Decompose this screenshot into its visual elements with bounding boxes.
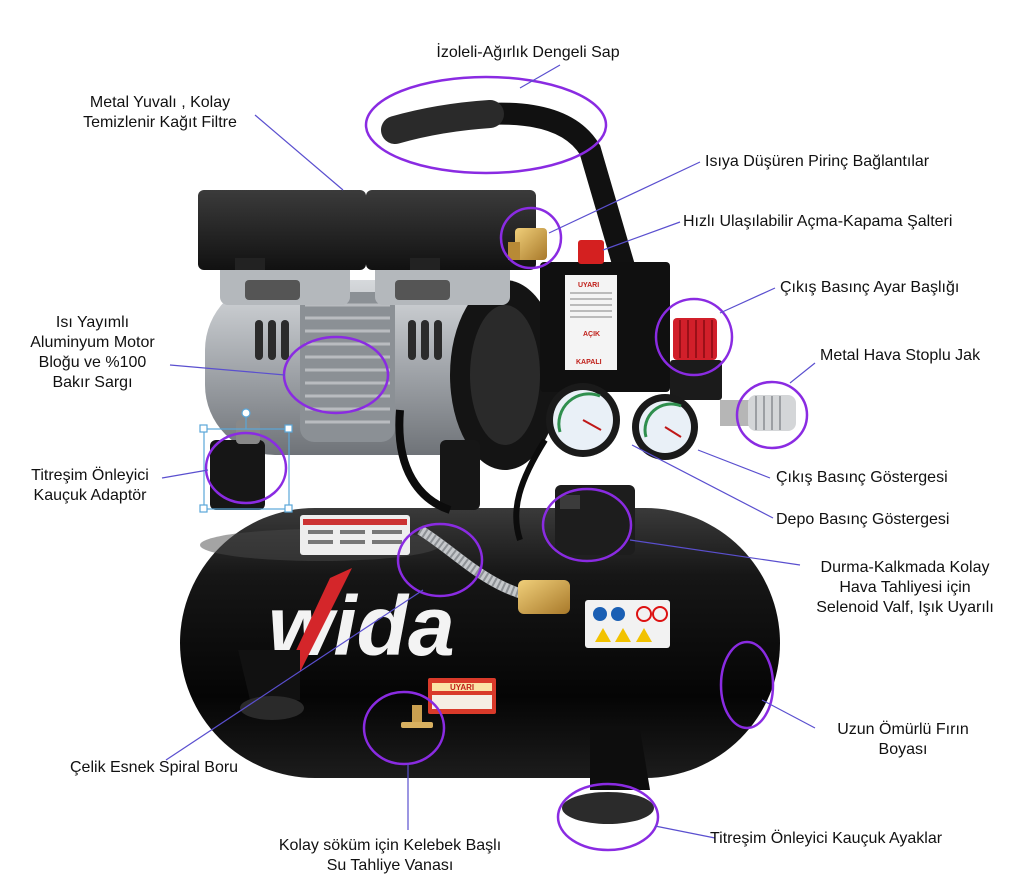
label-solenoid: Durma-Kalkmada Kolay Hava Tahliyesi için… (816, 559, 994, 616)
label-switch: Hızlı Ulaşılabilir Açma-Kapama Şalteri (683, 213, 953, 230)
label-brass-fittings: Isıya Düşüren Pirinç Bağlantılar (705, 153, 930, 170)
label-regulator-knob: Çıkış Basınç Ayar Başlığı (780, 279, 960, 296)
label-quick-coupler: Metal Hava Stoplu Jak (820, 347, 981, 364)
tank-pressure-gauge (546, 383, 620, 457)
outlet-pressure-gauge (632, 394, 698, 460)
label-vibration-adapter: Titreşim Önleyici Kauçuk Adaptör (31, 467, 149, 504)
label-paint: Uzun Ömürlü Fırın Boyası (837, 721, 969, 758)
callout-lines (161, 64, 816, 839)
pressure-switch: UYARI AÇIK KAPALI (540, 240, 670, 392)
motor-assembly (198, 190, 560, 510)
label-drain-valve: Kolay söküm için Kelebek Başlı Su Tahliy… (278, 837, 502, 874)
air-tank: wida UYARI (180, 508, 780, 824)
quick-coupler (720, 395, 796, 431)
label-outlet-gauge: Çıkış Basınç Göstergesi (776, 469, 948, 486)
svg-text:UYARI: UYARI (450, 683, 474, 692)
label-tank-gauge: Depo Basınç Göstergesi (776, 511, 950, 528)
svg-text:KAPALI: KAPALI (576, 359, 602, 366)
label-motor: Isı Yayımlı Aluminyum Motor Bloğu ve %10… (30, 314, 155, 391)
regulator-knob (670, 318, 722, 400)
brass-fitting (508, 228, 547, 260)
label-filter: Metal Yuvalı , Kolay Temizlenir Kağıt Fi… (83, 94, 237, 131)
highlight-rings (204, 75, 809, 852)
label-spiral-hose: Çelik Esnek Spiral Boru (70, 759, 239, 776)
label-feet: Titreşim Önleyici Kauçuk Ayaklar (710, 830, 943, 847)
label-handle: İzoleli-Ağırlık Dengeli Sap (436, 44, 620, 61)
svg-text:AÇIK: AÇIK (583, 331, 600, 338)
svg-text:UYARI: UYARI (578, 282, 599, 289)
